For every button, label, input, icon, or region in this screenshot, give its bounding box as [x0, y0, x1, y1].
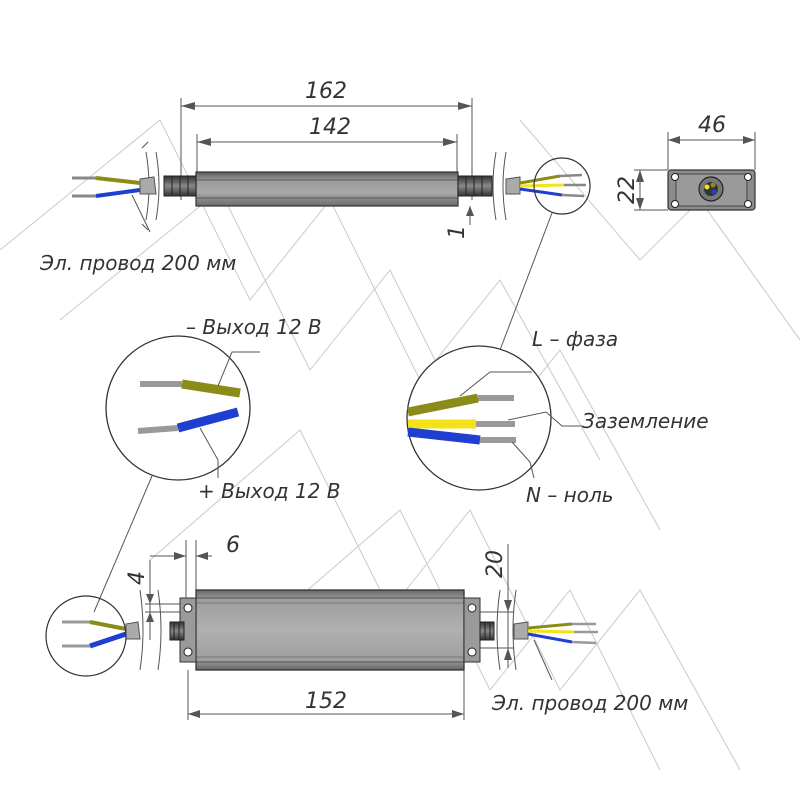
top-view: 162 142: [39, 79, 591, 359]
bottom-view: 6 4 20: [45, 533, 688, 720]
dim-22-label: 22: [615, 176, 640, 204]
detail-circle-bottom: [45, 595, 127, 677]
housing-bottom: [195, 589, 465, 671]
dim-1-label: 1: [445, 225, 470, 239]
dim-6-label: 6: [226, 533, 240, 558]
ground-label: Заземление: [582, 409, 709, 433]
right-gland-top: [457, 175, 493, 197]
dim-20-label: 20: [483, 550, 508, 578]
detail-circle-output: [105, 335, 251, 481]
neutral-label: N – ноль: [526, 483, 614, 507]
plus-output-label: + Выход 12 В: [198, 479, 340, 503]
detail-circle-input: [533, 157, 591, 215]
dim-4-label: 4: [125, 571, 150, 585]
dim-142-label: 142: [309, 115, 351, 140]
top-wire-label: Эл. провод 200 мм: [39, 251, 236, 275]
detail-output: – Выход 12 В + Выход 12 В: [93, 315, 340, 613]
end-view: 46 22: [615, 113, 756, 211]
dim-162-label: 162: [305, 79, 347, 104]
dim-152-label: 152: [305, 689, 347, 714]
dim-46-label: 46: [698, 113, 726, 138]
housing-top: [195, 171, 459, 207]
minus-output-label: – Выход 12 В: [186, 315, 322, 339]
detail-input: L – фаза Заземление N – ноль: [406, 327, 709, 507]
detail-circle-input-large: [406, 345, 552, 491]
phase-label: L – фаза: [532, 327, 618, 351]
bottom-wire-label: Эл. провод 200 мм: [491, 691, 688, 715]
